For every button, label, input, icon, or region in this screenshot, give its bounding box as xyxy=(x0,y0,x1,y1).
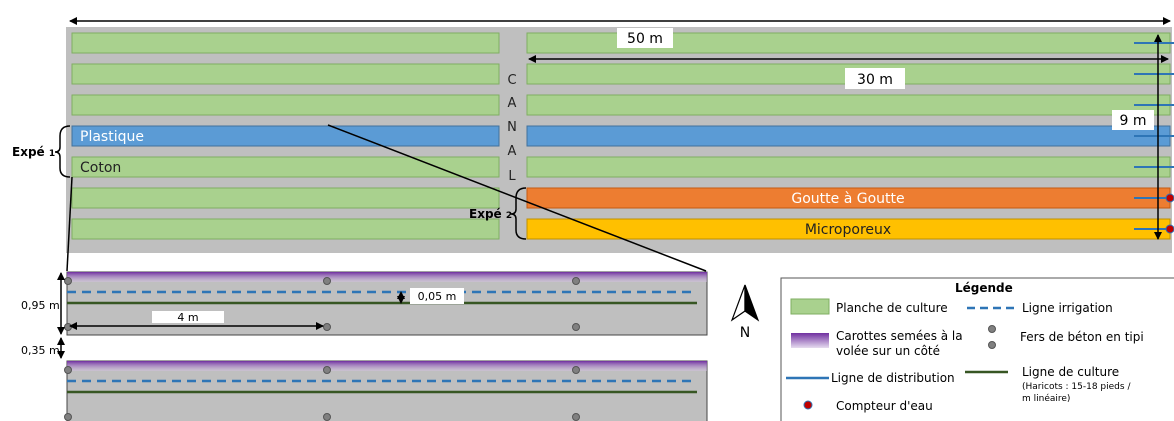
zoom-line xyxy=(327,124,707,272)
pole-icon xyxy=(572,277,580,285)
pole-icon xyxy=(323,413,331,421)
legend-culture-note-1: (Haricots : 15-18 pieds / xyxy=(1022,382,1131,392)
pole-icon xyxy=(64,323,72,331)
width-label: 9 m xyxy=(1120,113,1147,129)
compass-north-label: N xyxy=(740,325,750,341)
legend-swatch-planche xyxy=(790,298,830,315)
water-meter-icon xyxy=(1165,224,1174,234)
legend-label-culture: Ligne de culture xyxy=(1022,365,1119,379)
row-offset-label: 0,05 m xyxy=(418,290,457,303)
pole-icon xyxy=(572,323,580,331)
field-plan: Plastique Coton Goutte à Goutte Micropor… xyxy=(12,17,1174,272)
left-bed-coton xyxy=(71,156,500,178)
pole-icon xyxy=(323,277,331,285)
pole-icon xyxy=(572,366,580,374)
pole-icon xyxy=(323,366,331,374)
expe2-label: Expé 2 xyxy=(469,207,512,221)
left-bed-6 xyxy=(71,187,500,209)
right-bed-5 xyxy=(526,156,1171,178)
legend-culture-note-2: m linéaire) xyxy=(1022,393,1070,404)
canal-letter: A xyxy=(508,144,517,159)
microporeux-label: Microporeux xyxy=(805,222,891,238)
canal-label: C A N A L xyxy=(507,73,517,184)
canal-letter: A xyxy=(508,96,517,111)
pole-icon xyxy=(64,277,72,285)
expe1-brace xyxy=(54,125,71,178)
legend-box xyxy=(780,277,1174,421)
bed-detail-view: 0,05 m 4 m 0,95 m 0,35 m xyxy=(21,271,708,421)
legend-pole-icon xyxy=(988,325,996,333)
legend-label-planche: Planche de culture xyxy=(836,301,948,315)
right-bed-4 xyxy=(526,125,1171,147)
legend: Légende Planche de culture Ligne irrigat… xyxy=(780,277,1174,421)
expe1-label: Expé 1 xyxy=(12,145,55,159)
left-bed-3 xyxy=(71,94,500,116)
expe2-brace xyxy=(510,187,527,240)
coton-label: Coton xyxy=(80,160,121,176)
left-bed-1 xyxy=(71,32,500,54)
legend-water-meter-icon xyxy=(803,400,813,410)
left-bed-7 xyxy=(71,218,500,240)
legend-label-fers: Fers de béton en tipi xyxy=(1020,330,1144,344)
left-beds: Plastique Coton xyxy=(71,32,500,240)
right-length-label: 30 m xyxy=(857,72,893,88)
legend-title: Légende xyxy=(955,281,1013,295)
legend-label-compteur: Compteur d'eau xyxy=(836,399,933,413)
left-bed-2 xyxy=(71,63,500,85)
legend-swatch-carottes xyxy=(791,333,829,348)
pole-spacing-label: 4 m xyxy=(177,311,198,324)
carrot-strip xyxy=(67,361,707,371)
canal-letter: N xyxy=(507,120,517,135)
canal-letter: L xyxy=(508,169,516,184)
compass-icon: N xyxy=(730,284,760,341)
legend-label-carottes-2: volée sur un côté xyxy=(836,344,940,358)
canal-letter: C xyxy=(507,73,516,88)
legend-label-irrigation: Ligne irrigation xyxy=(1022,301,1113,315)
water-meter-icon xyxy=(1165,193,1174,203)
legend-label-distribution: Ligne de distribution xyxy=(831,371,955,385)
total-length-label: 50 m xyxy=(627,31,663,47)
pole-icon xyxy=(64,366,72,374)
bed-width-label: 0,95 m xyxy=(21,299,60,312)
legend-label-carottes-1: Carottes semées à la xyxy=(836,329,963,343)
right-bed-3 xyxy=(526,94,1171,116)
left-bed-plastique xyxy=(71,125,500,147)
pole-icon xyxy=(572,413,580,421)
goutte-label: Goutte à Goutte xyxy=(791,191,904,207)
carrot-strip xyxy=(67,272,707,282)
path-width-label: 0,35 m xyxy=(21,344,60,357)
legend-pole-icon xyxy=(988,341,996,349)
pole-icon xyxy=(323,323,331,331)
plastique-label: Plastique xyxy=(80,129,144,145)
right-beds: Goutte à Goutte Microporeux xyxy=(526,32,1171,240)
zoom-line xyxy=(66,176,73,272)
pole-icon xyxy=(64,413,72,421)
